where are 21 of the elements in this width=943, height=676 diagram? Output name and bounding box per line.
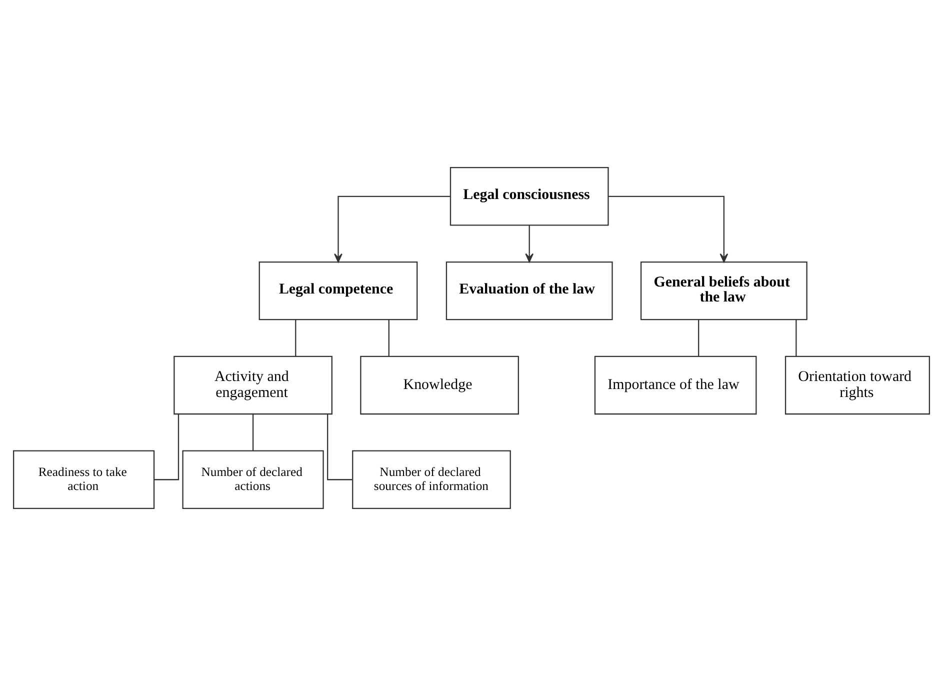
connector xyxy=(295,320,296,356)
node-box: Activity and engagement xyxy=(174,356,332,415)
node-box: Number of declared sources of information xyxy=(352,450,511,509)
node-box: General beliefs about the law xyxy=(640,261,808,320)
node-box: Legal consciousness xyxy=(450,167,609,226)
arrow xyxy=(525,225,534,262)
node-box: Orientation toward rights xyxy=(784,356,930,415)
connector xyxy=(327,414,352,480)
connector xyxy=(698,320,700,356)
arrow xyxy=(608,196,728,263)
connector xyxy=(154,414,180,480)
node-box: Knowledge xyxy=(360,356,519,415)
node-box: Evaluation of the law xyxy=(446,261,613,320)
connector xyxy=(252,414,254,451)
connector xyxy=(388,320,390,356)
arrow xyxy=(334,196,450,263)
node-box: Number of declared actions xyxy=(182,450,324,509)
node-box: Readiness to take action xyxy=(13,450,155,509)
node-box: Importance of the law xyxy=(594,356,757,415)
connector xyxy=(796,320,797,356)
node-box: Legal competence xyxy=(258,261,418,320)
